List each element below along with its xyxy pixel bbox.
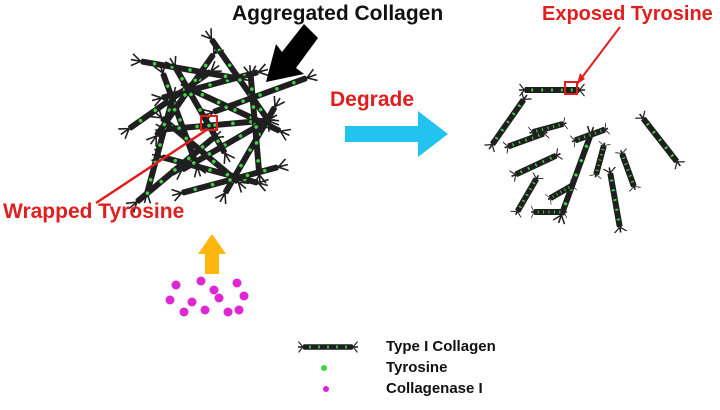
wrapped-tyrosine-label: Wrapped Tyrosine bbox=[3, 200, 185, 223]
wrapped-tyrosine-pointer bbox=[95, 127, 209, 205]
legend bbox=[297, 340, 359, 392]
legend-collagenase-i: Collagenase I bbox=[386, 380, 483, 397]
degraded-collagen-fragments bbox=[483, 83, 686, 235]
degrade-arrow bbox=[345, 111, 448, 157]
legend-tyrosine: Tyrosine bbox=[386, 359, 448, 376]
aggregated-collagen-label: Aggregated Collagen bbox=[232, 2, 444, 25]
degrade-label: Degrade bbox=[330, 88, 415, 111]
exposed-tyrosine-box bbox=[564, 81, 578, 95]
aggregate-pointer-arrow bbox=[266, 24, 318, 82]
collagenase-cluster bbox=[165, 276, 249, 317]
enzyme-arrow bbox=[198, 234, 226, 274]
wrapped-tyrosine-box bbox=[200, 115, 218, 131]
legend-collagen-symbol bbox=[297, 340, 359, 354]
exposed-tyrosine-pointer-head bbox=[577, 73, 585, 84]
legend-collagenase-symbol bbox=[323, 386, 329, 392]
exposed-tyrosine-pointer bbox=[576, 26, 621, 85]
exposed-tyrosine-label: Exposed Tyrosine bbox=[542, 3, 713, 25]
legend-type-i-collagen: Type I Collagen bbox=[386, 338, 496, 355]
legend-tyrosine-symbol bbox=[321, 365, 327, 371]
